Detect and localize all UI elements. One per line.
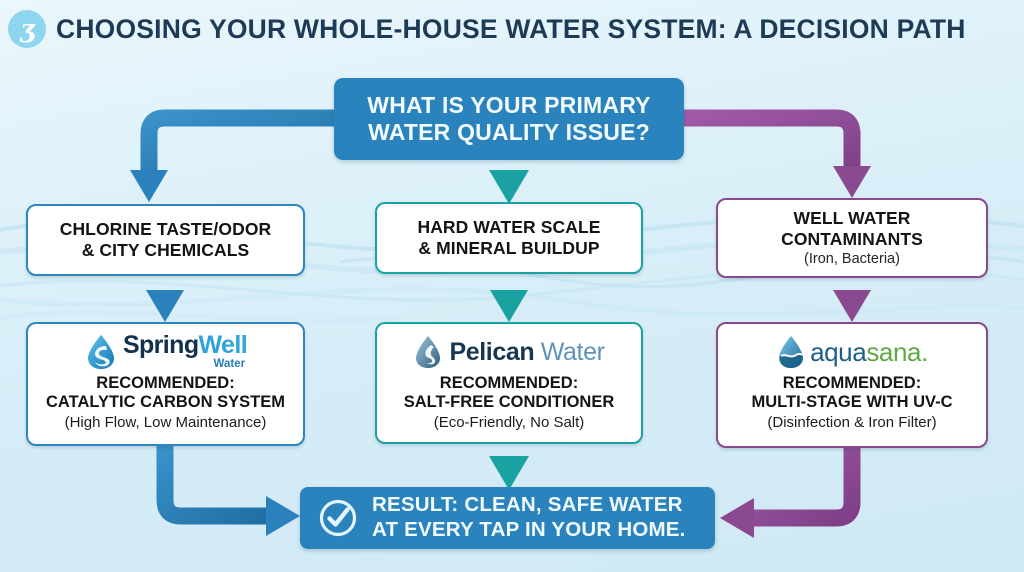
result-box: RESULT: CLEAN, SAFE WATER AT EVERY TAP I… [300,487,715,549]
page-header: ʒ CHOOSING YOUR WHOLE-HOUSE WATER SYSTEM… [8,10,966,48]
connector-pelican-to-result [489,444,529,490]
issue-wellwater-sub: (Iron, Bacteria) [804,250,900,267]
aquasana-logo: aquasana. [776,332,928,372]
recommendation-box-pelican: Pelican Water RECOMMENDED: SALT-FREE CON… [375,322,643,444]
rec-pelican-line-2: SALT-FREE CONDITIONER [403,393,615,412]
issue-box-chlorine: CHLORINE TASTE/ODOR & CITY CHEMICALS [26,204,305,276]
connector-springwell-to-result [156,446,300,536]
result-line-2: AT EVERY TAP IN YOUR HOME. [372,518,686,541]
recommendation-box-aquasana: aquasana. RECOMMENDED: MULTI-STAGE WITH … [716,322,988,448]
recommendation-box-springwell: SpringWell Water RECOMMENDED: CATALYTIC … [26,322,305,446]
connector-decision-to-chlorine [130,109,336,202]
springwell-brand-part2: Well [198,331,248,360]
pelican-logo: Pelican Water [413,332,605,372]
rec-springwell-line-2: CATALYTIC CARBON SYSTEM [46,393,285,412]
rec-aquasana-sub: (Disinfection & Iron Filter) [767,413,937,431]
aquasana-brand-part1: aqua [810,336,867,367]
rec-springwell-sub: (High Flow, Low Maintenance) [64,413,267,431]
pelican-brand-part2: Water [534,337,605,366]
issue-wellwater-line-2: CONTAMINANTS [781,228,923,249]
aquasana-brand-sub: . [921,336,928,367]
logo-glyph: ʒ [20,13,34,43]
rec-pelican-line-1: RECOMMENDED: [439,374,579,392]
rec-aquasana-line-2: MULTI-STAGE WITH UV-C [751,393,953,412]
connector-wellwater-to-aquasana [833,278,871,322]
issue-hardwater-line-1: HARD WATER SCALE [417,217,601,237]
connector-hardwater-to-pelican [490,274,528,322]
connector-decision-to-hardwater [489,160,529,204]
connector-decision-to-wellwater [682,109,871,198]
rec-aquasana-line-1: RECOMMENDED: [782,374,922,392]
water-drop-wave-icon [779,336,804,368]
issue-chlorine-line-2: & CITY CHEMICALS [81,240,250,260]
circular-monogram-logo-icon: ʒ [8,10,46,48]
page-title: CHOOSING YOUR WHOLE-HOUSE WATER SYSTEM: … [56,13,966,44]
result-line-1: RESULT: CLEAN, SAFE WATER [372,493,683,517]
issue-hardwater-line-2: & MINERAL BUILDUP [418,238,600,258]
check-circle-icon [319,499,357,537]
rec-springwell-line-1: RECOMMENDED: [96,374,235,392]
water-drop-icon [416,336,441,368]
pelican-brand-part1: Pelican [449,337,535,366]
connector-chlorine-to-springwell [146,276,184,322]
connector-aquasana-to-result [720,448,861,538]
issue-box-wellwater: WELL WATER CONTAMINANTS (Iron, Bacteria) [716,198,988,278]
water-drop-icon [87,335,114,369]
issue-chlorine-line-1: CHLORINE TASTE/ODOR [59,219,272,239]
rec-pelican-sub: (Eco-Friendly, No Salt) [433,413,585,431]
issue-wellwater-line-1: WELL WATER [793,207,911,228]
springwell-brand-part1: Spring [122,331,199,360]
aquasana-brand-part2: sana [866,336,922,367]
decision-question-box: WHAT IS YOUR PRIMARY WATER QUALITY ISSUE… [334,78,684,160]
springwell-logo: SpringWell Water [84,331,248,372]
decision-line-1: WHAT IS YOUR PRIMARY [367,91,651,118]
springwell-brand-sub: Water [213,358,246,371]
decision-line-2: WATER QUALITY ISSUE? [368,119,650,145]
issue-box-hardwater: HARD WATER SCALE & MINERAL BUILDUP [375,202,643,274]
